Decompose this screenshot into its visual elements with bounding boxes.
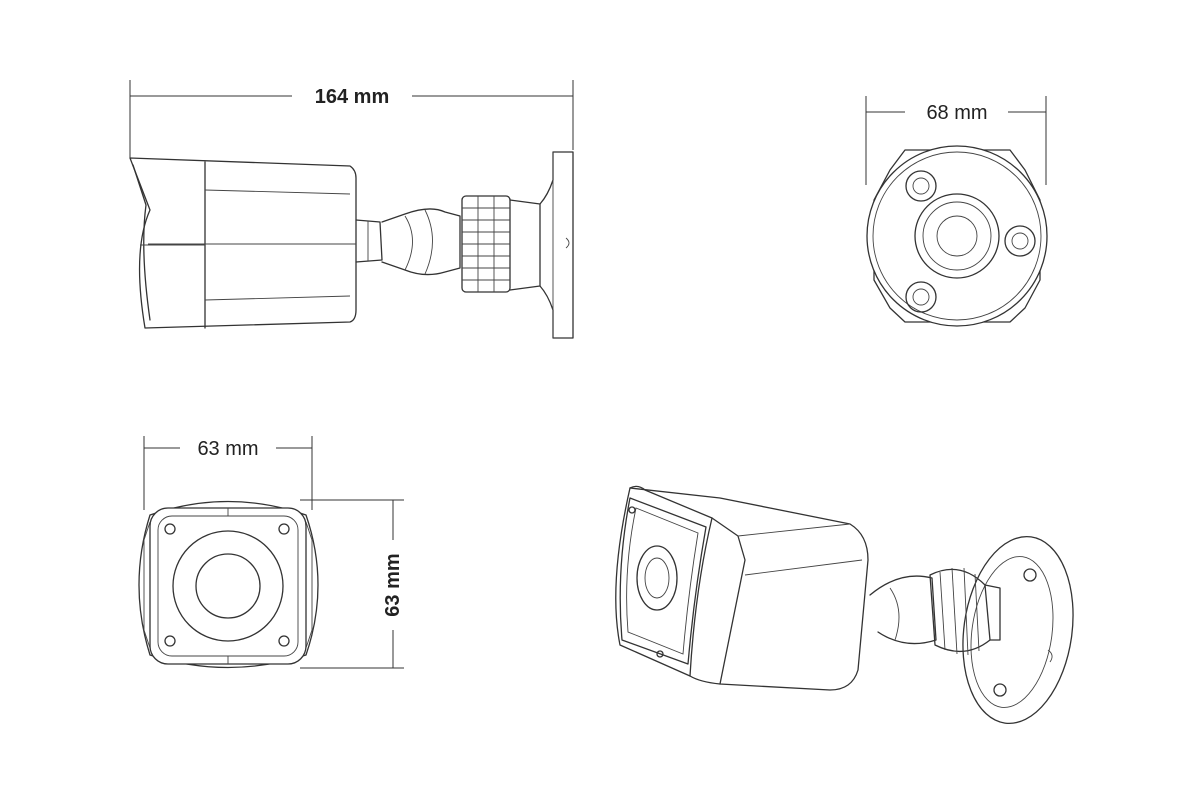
- side-length-dimension: 164 mm: [129, 80, 574, 158]
- rear-housing: [866, 145, 1048, 327]
- ir-led-top: [905, 170, 937, 202]
- front-housing: [138, 500, 319, 669]
- side-camera-body: [129, 157, 357, 329]
- perspective-view: [615, 485, 1074, 725]
- rear-diameter-dimension: 68 mm: [865, 96, 1047, 185]
- rear-view: 68 mm: [865, 96, 1048, 327]
- perspective-camera-body: [615, 485, 869, 691]
- front-view: 63 mm 63 mm: [138, 436, 404, 669]
- front-height-label: 63 mm: [382, 553, 404, 616]
- side-camera-neck: [355, 208, 461, 276]
- front-width-dimension: 63 mm: [143, 436, 313, 510]
- perspective-collar: [929, 567, 1001, 656]
- front-width-label: 63 mm: [197, 438, 258, 460]
- side-length-label: 164 mm: [315, 86, 390, 108]
- rear-diameter-label: 68 mm: [926, 102, 987, 124]
- front-height-dimension: 63 mm: [300, 499, 404, 669]
- perspective-mount-plate: [962, 535, 1074, 725]
- side-camera-collar: [461, 195, 541, 293]
- side-view: 164 mm: [129, 80, 574, 339]
- ir-led-right: [1004, 225, 1036, 257]
- ir-led-bottom: [905, 281, 937, 313]
- perspective-neck: [869, 575, 937, 645]
- side-camera-base: [539, 151, 574, 339]
